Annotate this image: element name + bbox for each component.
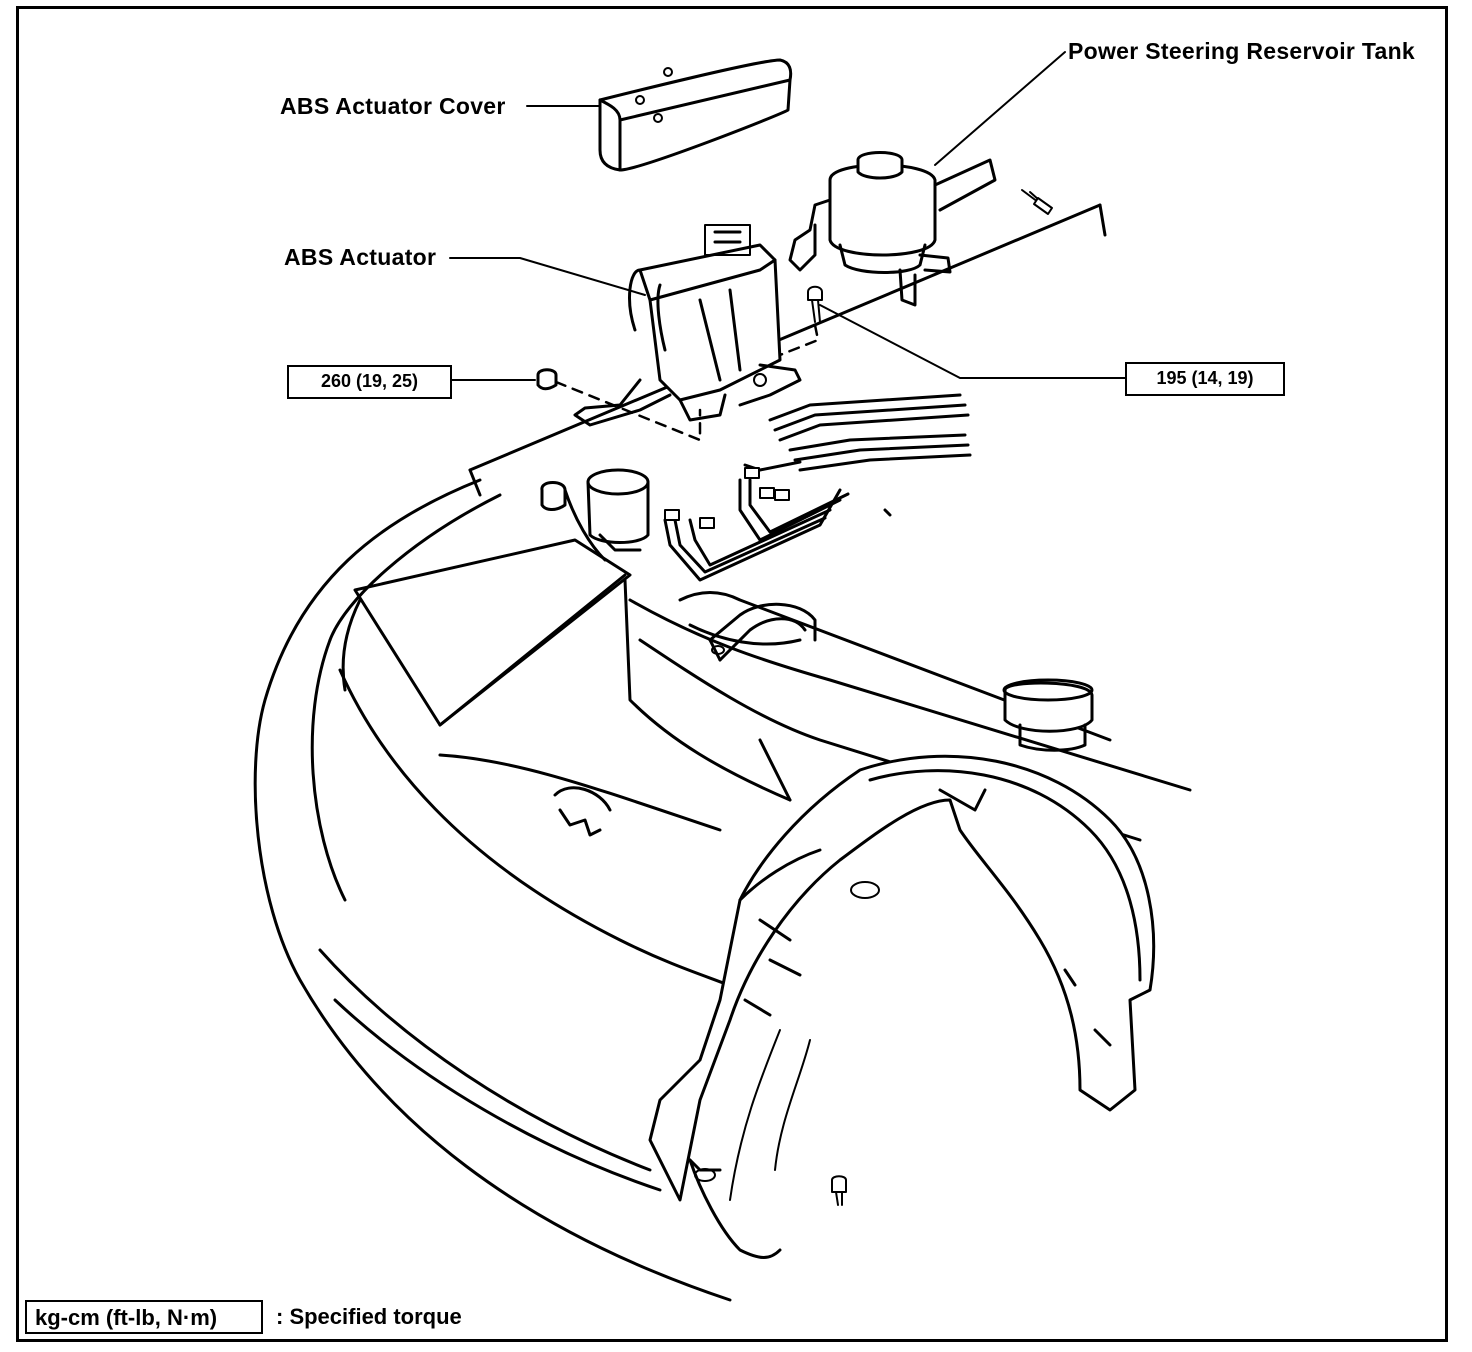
- legend-description: : Specified torque: [276, 1304, 462, 1329]
- brake-lines: [663, 393, 972, 582]
- hose-bracket: [708, 602, 817, 662]
- vehicle-body: [253, 203, 1192, 1302]
- leader-lines: [449, 51, 1126, 381]
- abs-actuator: [573, 224, 802, 427]
- label-power-steering-reservoir-tank: Power Steering Reservoir Tank: [1068, 38, 1416, 64]
- abs-actuator-cover: [598, 58, 793, 172]
- fender-liner: [648, 754, 1156, 1259]
- assembly-line-right: [778, 323, 820, 357]
- diagram-frame: [16, 6, 1448, 1342]
- power-steering-reservoir: [788, 151, 997, 307]
- label-abs-actuator: ABS Actuator: [284, 244, 437, 270]
- radiator-cap: [1002, 678, 1094, 752]
- torque-spec-left: 260 (19, 25): [287, 365, 452, 399]
- bolts: [536, 189, 1053, 1206]
- legend-unit-box: kg-cm (ft-lb, N·m): [25, 1300, 263, 1334]
- assembly-line-left: [554, 380, 702, 442]
- label-abs-actuator-cover: ABS Actuator Cover: [280, 93, 506, 119]
- torque-spec-right: 195 (14, 19): [1125, 362, 1285, 396]
- brake-reservoir: [540, 468, 650, 562]
